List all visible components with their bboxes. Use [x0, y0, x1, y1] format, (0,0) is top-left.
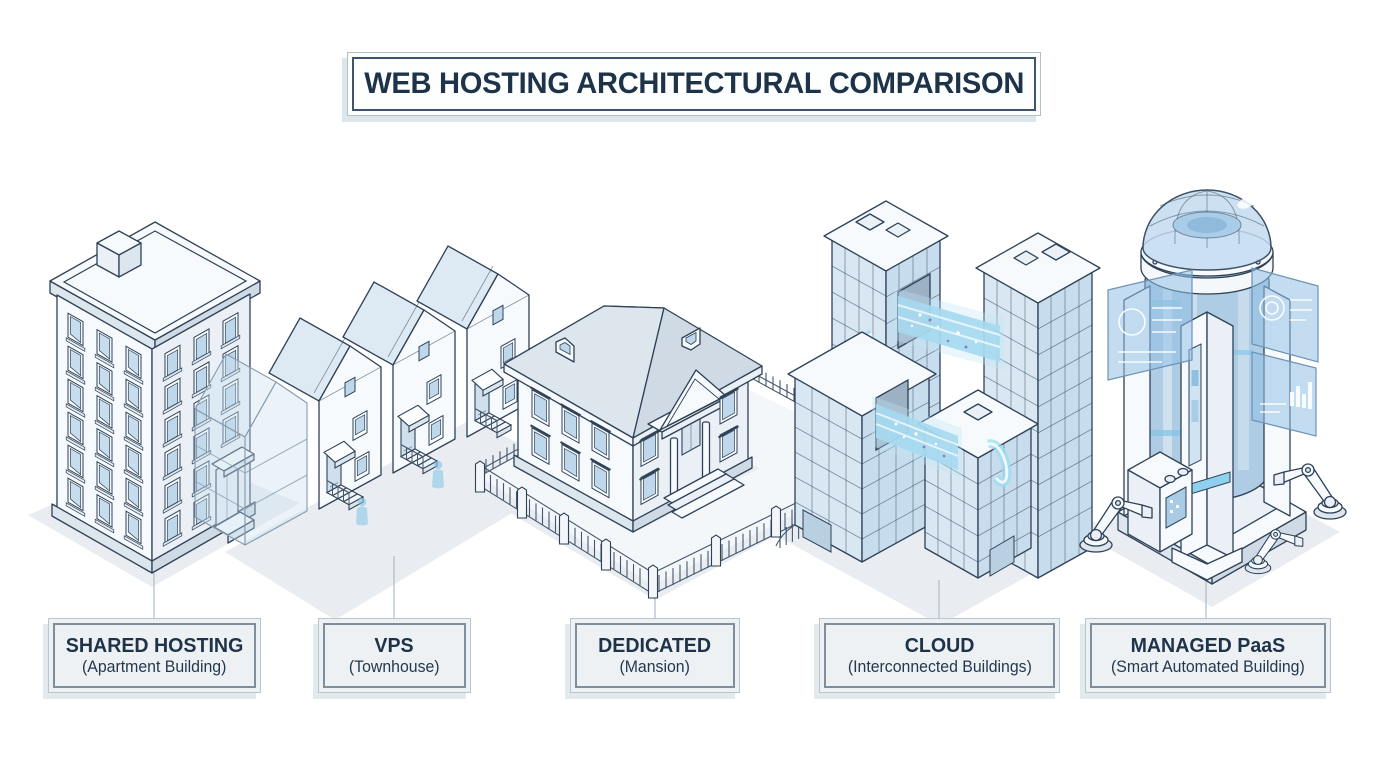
apartment-entrance: [211, 446, 255, 544]
managed-paas-tower-illustration: [1079, 189, 1347, 585]
data-bridge-upper: [894, 288, 1004, 370]
holo-panel-right-bottom: [1251, 351, 1317, 437]
vps-townhouse-illustration: [194, 245, 530, 546]
shared-hosting-apartment-illustration: [49, 221, 261, 574]
portico: [647, 369, 745, 519]
holo-panel-left: [1107, 269, 1193, 381]
label-cloud-title: CLOUD: [904, 634, 975, 657]
roof-dormers: [555, 327, 701, 363]
label-dedicated-subtitle: (Mansion): [619, 657, 691, 676]
label-shared-hosting-subtitle: (Apartment Building): [82, 657, 227, 676]
label-vps: VPS (Townhouse): [318, 618, 471, 693]
label-managed-paas-title: MANAGED PaaS: [1130, 634, 1286, 657]
label-cloud-inner: CLOUD (Interconnected Buildings): [824, 623, 1055, 688]
label-vps-subtitle: (Townhouse): [349, 657, 440, 676]
label-shared-hosting-title: SHARED HOSTING: [65, 634, 244, 657]
glass-tower-front-right: [917, 389, 1039, 579]
data-bridge-lower: [872, 396, 962, 478]
control-unit-box: [1127, 451, 1193, 553]
label-managed-paas-inner: MANAGED PaaS (Smart Automated Building): [1090, 623, 1326, 688]
label-vps-title: VPS: [374, 634, 415, 657]
label-managed-paas: MANAGED PaaS (Smart Automated Building): [1085, 618, 1331, 693]
cloud-towers-illustration: [787, 200, 1101, 579]
label-managed-paas-subtitle: (Smart Automated Building): [1111, 657, 1305, 676]
label-cloud: CLOUD (Interconnected Buildings): [819, 618, 1060, 693]
holo-panel-right-top: [1251, 267, 1319, 363]
label-cloud-subtitle: (Interconnected Buildings): [847, 657, 1032, 676]
label-dedicated-title: DEDICATED: [598, 634, 712, 657]
label-dedicated-inner: DEDICATED (Mansion): [575, 623, 735, 688]
transparent-virtual-unit: [194, 353, 308, 546]
label-dedicated: DEDICATED (Mansion): [570, 618, 740, 693]
page-title: WEB HOSTING ARCHITECTURAL COMPARISON: [364, 67, 1024, 100]
label-shared-hosting: SHARED HOSTING (Apartment Building): [48, 618, 261, 693]
label-vps-inner: VPS (Townhouse): [323, 623, 466, 688]
title-box: WEB HOSTING ARCHITECTURAL COMPARISON: [347, 52, 1041, 116]
title-box-inner-border: WEB HOSTING ARCHITECTURAL COMPARISON: [352, 57, 1036, 111]
label-shared-hosting-inner: SHARED HOSTING (Apartment Building): [53, 623, 256, 688]
